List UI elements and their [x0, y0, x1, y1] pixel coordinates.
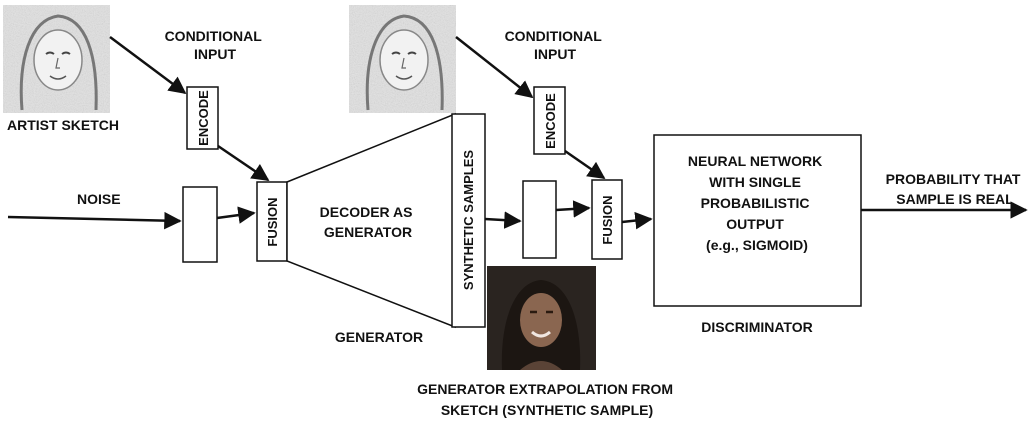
generator-label: GENERATOR [335, 329, 423, 345]
encode-box-2 [533, 86, 566, 155]
noise-label: NOISE [77, 191, 121, 207]
artist-sketch-label: ARTIST SKETCH [7, 117, 119, 133]
arrow-noise-to-fusion [216, 206, 256, 224]
arrow-noise-input [7, 211, 182, 230]
encode-box-1 [186, 86, 219, 150]
arrow-sketch-to-encode-1 [109, 35, 187, 95]
probability-output-label: PROBABILITY THAT SAMPLE IS REAL [886, 171, 1025, 207]
noise-block-1 [182, 186, 218, 263]
synthetic-samples-box [451, 113, 486, 328]
arrow-encode-to-fusion-1 [217, 144, 270, 182]
fusion-label-2: FUSION [600, 195, 615, 244]
synthetic-samples-label: SYNTHETIC SAMPLES [461, 150, 476, 290]
neural-network-box [653, 134, 862, 307]
artist-sketch-image-2 [349, 5, 456, 113]
decoder-as-generator-label: DECODER AS GENERATOR [320, 204, 417, 240]
arrow-block-to-fusion-2 [555, 200, 591, 218]
encode-label-2: ENCODE [543, 93, 558, 149]
synthetic-sample-photo [487, 266, 596, 370]
arrow-samples-to-block [484, 211, 522, 229]
fusion-box-2 [591, 179, 623, 260]
arrow-sketch-to-encode-2 [455, 36, 534, 99]
artist-sketch-image-1 [3, 5, 110, 113]
arrow-fusion-to-discriminator [621, 211, 653, 230]
neural-network-label: NEURAL NETWORK WITH SINGLE PROBABILISTIC… [688, 153, 826, 253]
conditional-input-label-1: CONDITIONAL INPUT [165, 28, 266, 62]
input-block-2 [522, 180, 557, 259]
arrow-encode-to-fusion-2 [564, 149, 606, 180]
generator-trapezoid [286, 112, 456, 329]
discriminator-label: DISCRIMINATOR [701, 319, 812, 335]
conditional-input-label-2: CONDITIONAL INPUT [505, 28, 606, 62]
encode-label-1: ENCODE [196, 90, 211, 146]
fusion-label-1: FUSION [265, 197, 280, 246]
generator-extrapolation-caption: GENERATOR EXTRAPOLATION FROM SKETCH (SYN… [417, 381, 677, 418]
